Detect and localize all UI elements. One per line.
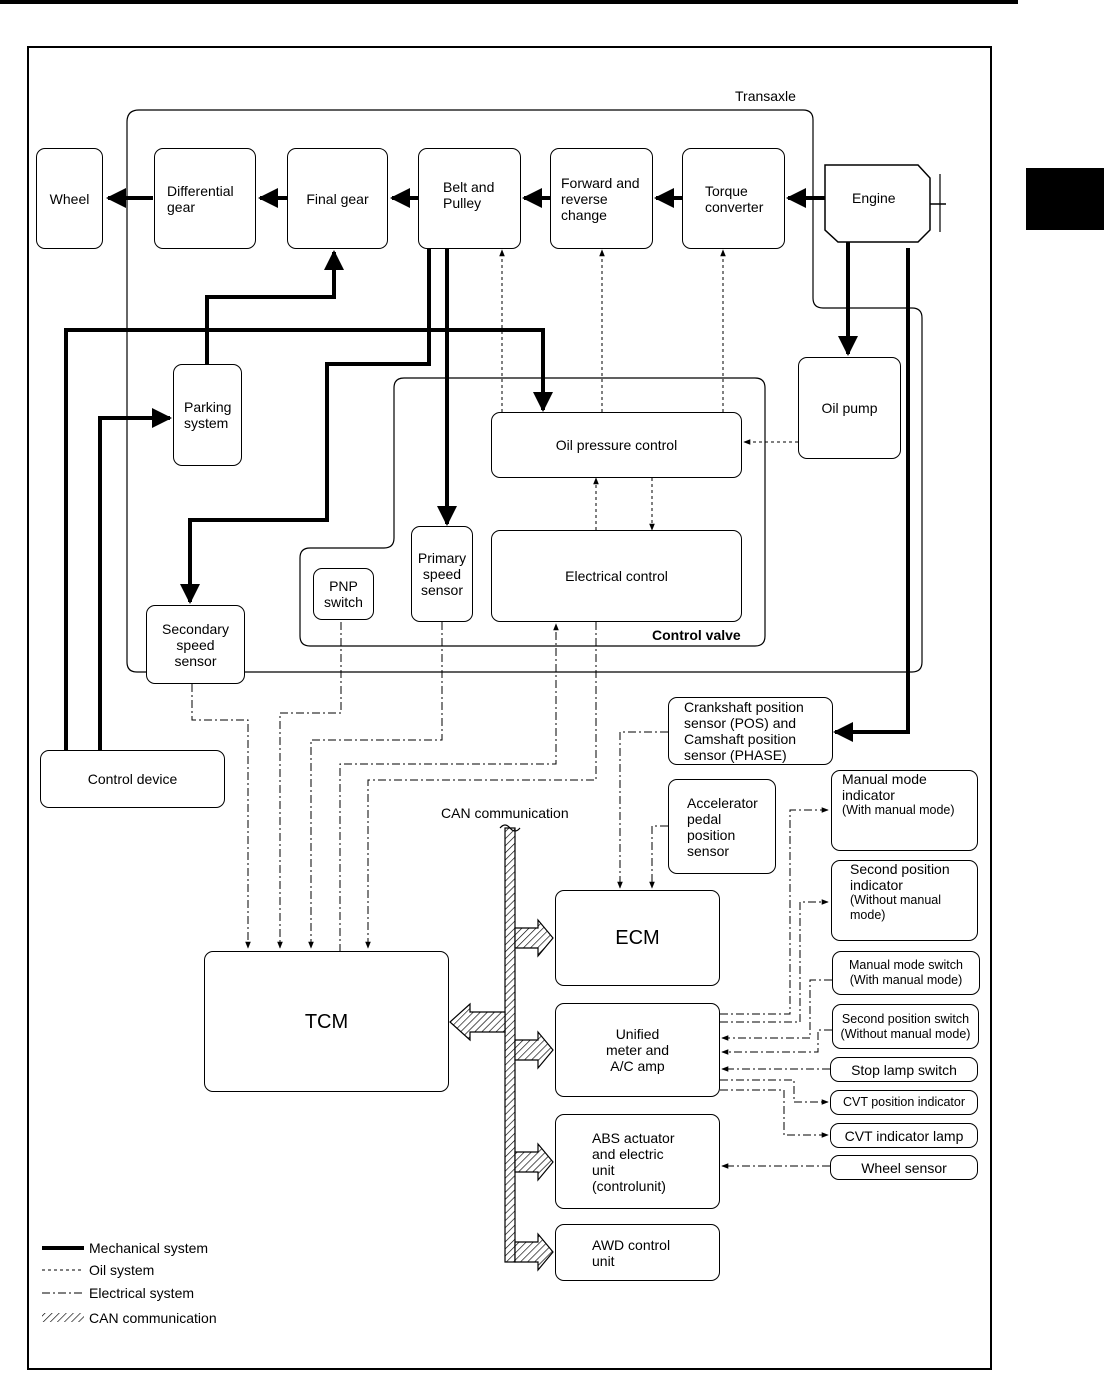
can-communication-label: CAN communication xyxy=(441,805,569,821)
transaxle-outline xyxy=(126,109,923,673)
diagram-frame xyxy=(27,46,992,1370)
legend-oil-label: Oil system xyxy=(89,1262,155,1278)
manual-mode-switch-box: Manual mode switch (With manual mode) xyxy=(832,951,980,995)
second-position-switch-box: Second position switch (Without manual m… xyxy=(832,1004,979,1049)
oil-pump-box: Oil pump xyxy=(798,357,901,459)
pnp-switch-box: PNP switch xyxy=(313,568,374,620)
tcm-box: TCM xyxy=(204,951,449,1092)
forward-reverse-box: Forward and reverse change xyxy=(550,148,653,249)
legend-electrical-label: Electrical system xyxy=(89,1285,195,1301)
transaxle-label: Transaxle xyxy=(735,88,796,104)
manual-mode-indicator-box: Manual mode indicator (With manual mode) xyxy=(831,770,978,851)
crankshaft-camshaft-sensor-box: Crankshaft position sensor (POS) and Cam… xyxy=(668,697,833,765)
differential-gear-box: Differential gear xyxy=(154,148,256,249)
parking-system-box: Parking system xyxy=(173,364,242,466)
engine-label: Engine xyxy=(852,190,896,206)
section-tab-marker xyxy=(1026,168,1104,230)
mechanical-lines xyxy=(64,188,910,750)
legend-can-label: CAN communication xyxy=(89,1310,217,1326)
oil-lines xyxy=(499,249,798,531)
awd-control-unit-box: AWD control unit xyxy=(555,1224,720,1281)
control-valve-label: Control valve xyxy=(652,627,741,643)
legend-mechanical-label: Mechanical system xyxy=(89,1240,209,1256)
belt-pulley-box: Belt and Pulley xyxy=(418,148,521,249)
legend-samples xyxy=(42,1246,84,1322)
final-gear-box: Final gear xyxy=(287,148,388,249)
unified-meter-box: Unified meter and A/C amp xyxy=(555,1003,720,1097)
cvt-indicator-lamp-box: CVT indicator lamp xyxy=(830,1123,978,1148)
can-bus xyxy=(449,824,554,1272)
oil-pressure-control-box: Oil pressure control xyxy=(491,412,742,478)
electrical-lines xyxy=(191,622,832,1169)
stop-lamp-switch-box: Stop lamp switch xyxy=(830,1057,978,1082)
engine-shape xyxy=(824,164,946,243)
control-device-box: Control device xyxy=(40,750,225,808)
page-top-rule xyxy=(0,0,1018,4)
torque-converter-box: Torque converter xyxy=(682,148,785,249)
primary-speed-sensor-box: Primary speed sensor xyxy=(411,526,473,622)
accelerator-pedal-sensor-box: Accelerator pedal position sensor xyxy=(668,779,776,874)
control-valve-outline xyxy=(299,377,766,647)
wheel-box: Wheel xyxy=(36,148,103,249)
electrical-control-box: Electrical control xyxy=(491,530,742,622)
cvt-position-indicator-box: CVT position indicator xyxy=(830,1090,978,1115)
secondary-speed-sensor-box: Secondary speed sensor xyxy=(146,605,245,684)
abs-actuator-box: ABS actuator and electric unit (controlu… xyxy=(555,1114,720,1209)
wheel-sensor-box: Wheel sensor xyxy=(830,1155,978,1180)
second-position-indicator-box: Second position indicator (Without manua… xyxy=(831,860,978,941)
ecm-box: ECM xyxy=(555,890,720,986)
